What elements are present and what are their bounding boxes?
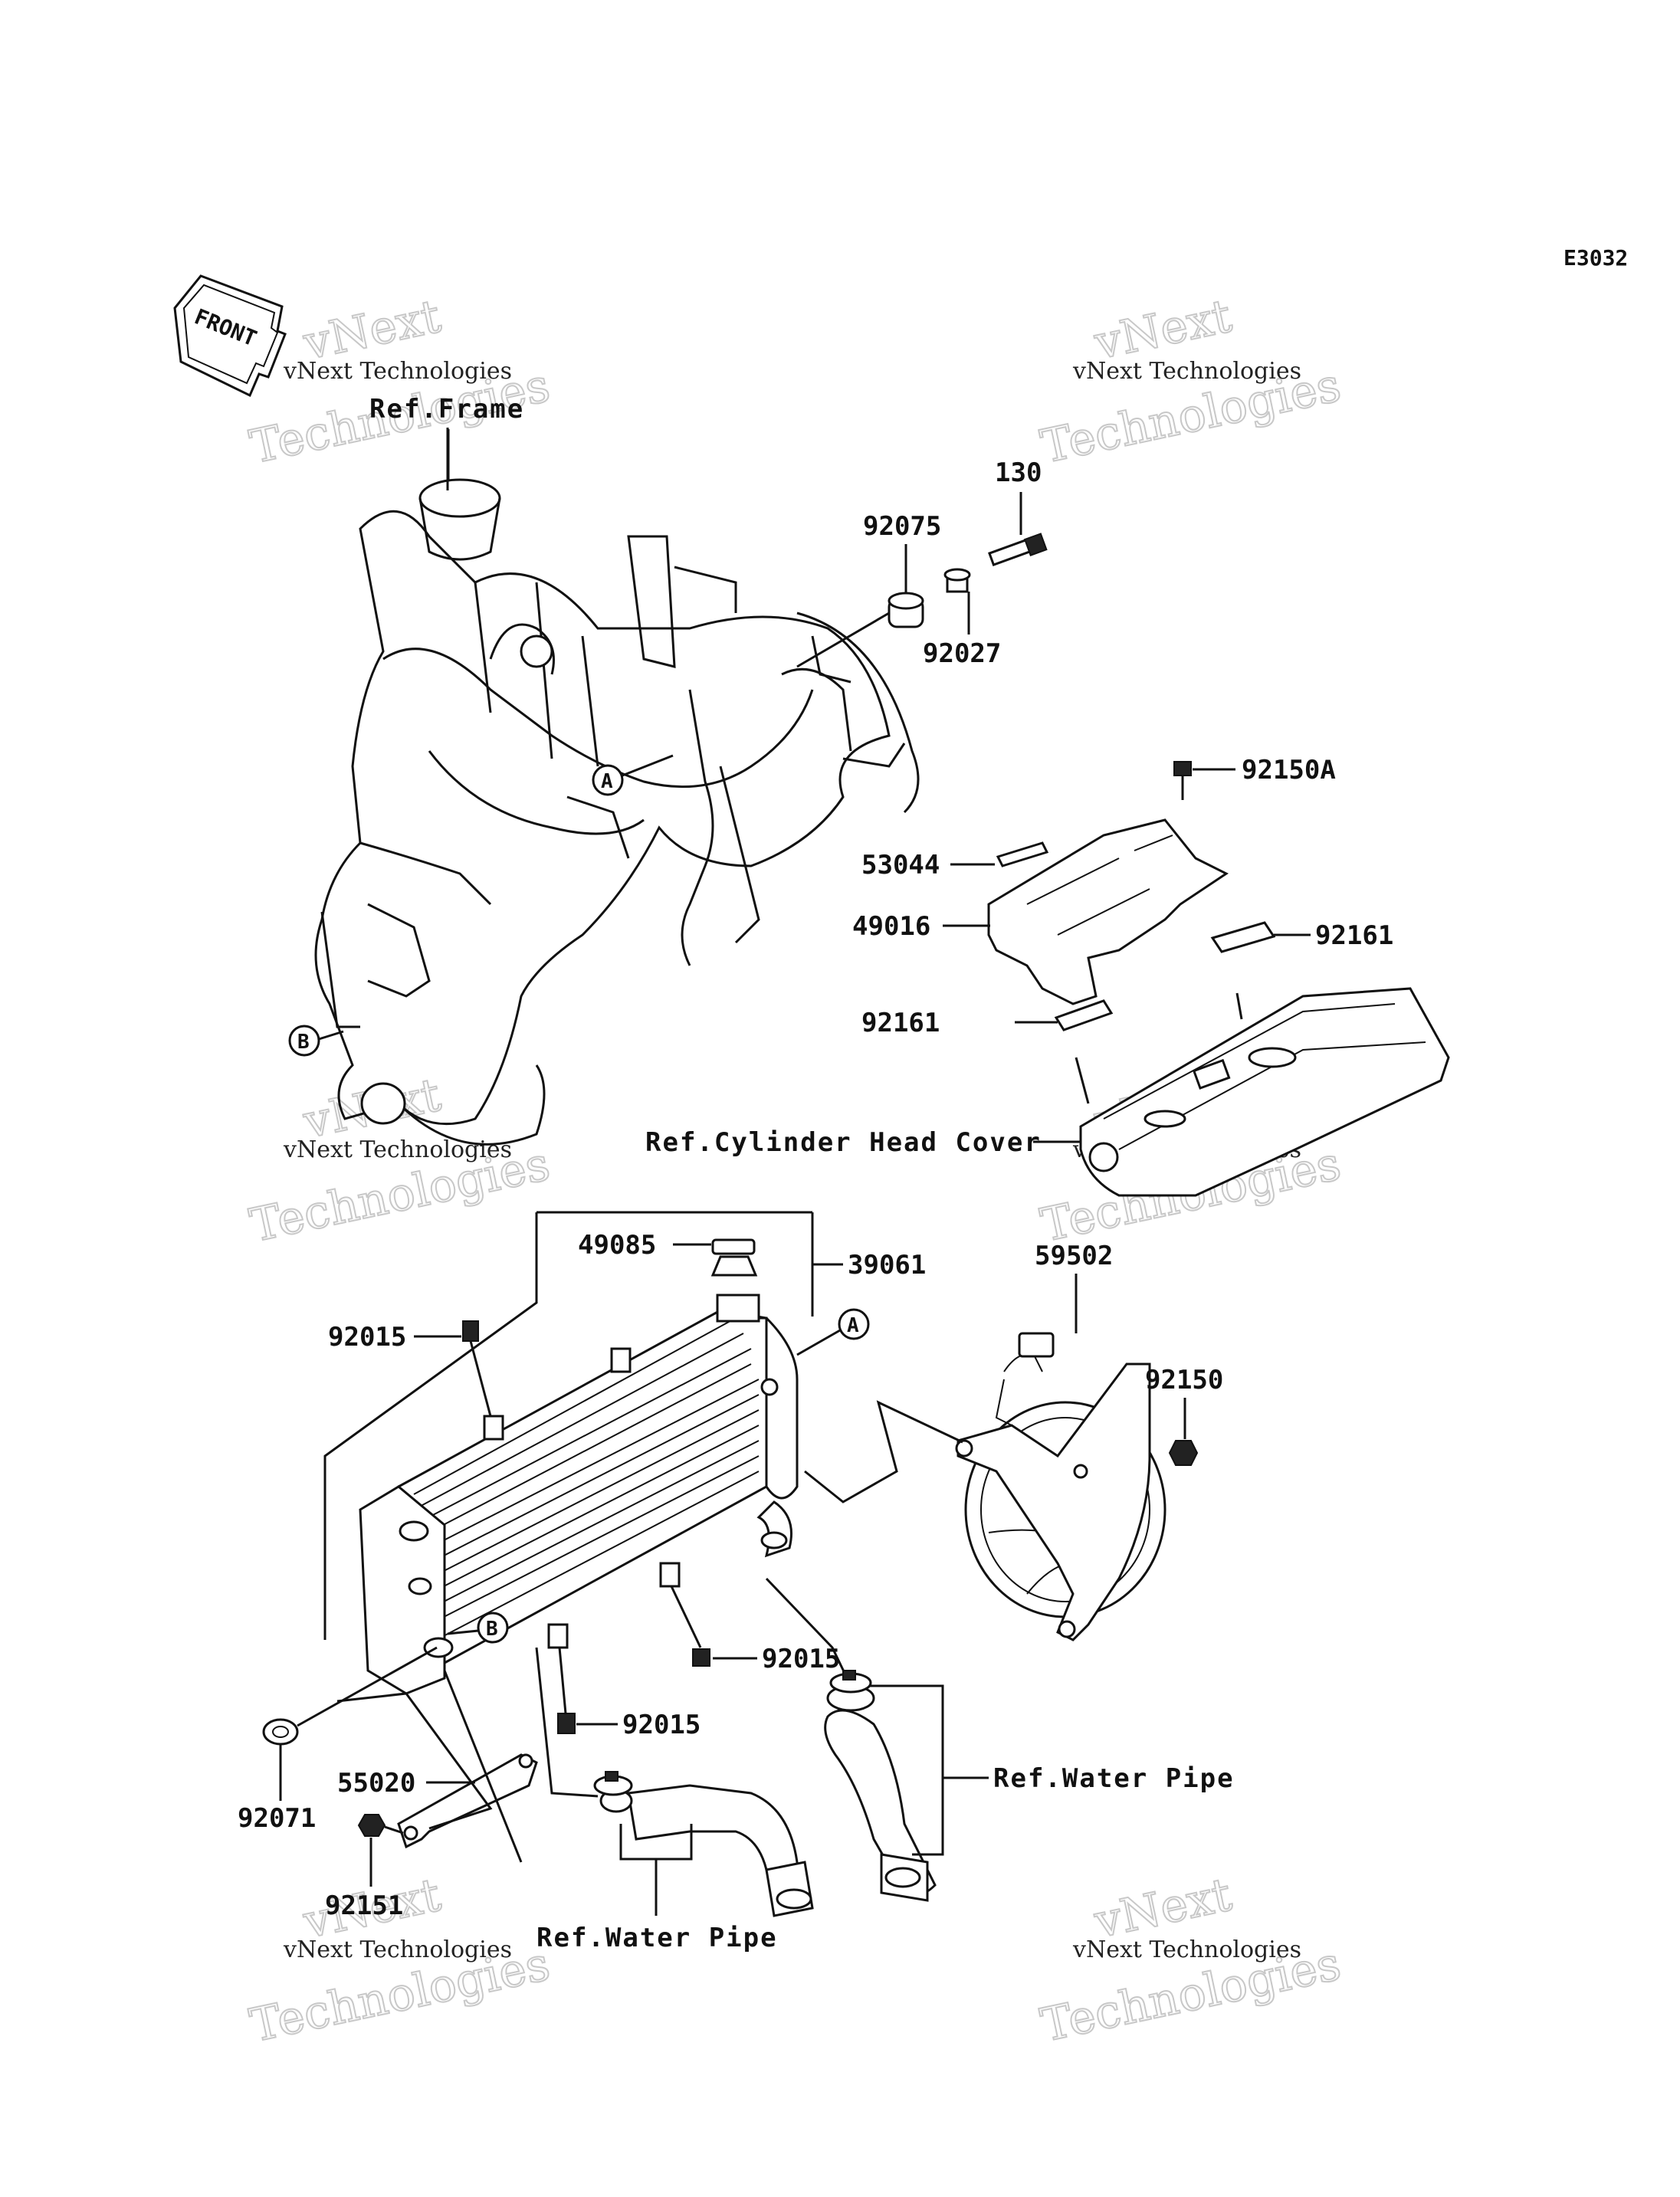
water-pipe-bottom-leaders — [535, 1647, 693, 1916]
part-label-55020: 55020 — [337, 1768, 415, 1799]
svg-text:vNext Technologies: vNext Technologies — [283, 1936, 512, 1963]
bolt-92151 — [357, 1814, 404, 1887]
part-label-92075: 92075 — [863, 511, 941, 542]
bolt-92150 — [1168, 1398, 1199, 1466]
part-label-59502: 59502 — [1035, 1241, 1113, 1271]
part-label-92161-right: 92161 — [1315, 920, 1393, 951]
part-label-92150A: 92150A — [1242, 755, 1336, 785]
pad-92161-left — [1015, 999, 1114, 1031]
watermark-top-right: vNext Technologies vNext Technologies — [1035, 288, 1346, 474]
callout-a-frame: A — [592, 754, 674, 796]
svg-text:vNext Technologies: vNext Technologies — [283, 1136, 512, 1163]
front-arrow-icon: FRONT — [173, 274, 287, 398]
part-label-92161-left: 92161 — [861, 1008, 940, 1038]
svg-text:vNext Technologies: vNext Technologies — [1072, 1936, 1301, 1963]
part-label-92071: 92071 — [238, 1803, 316, 1834]
damper-53044 — [950, 841, 1049, 867]
bolt-92150A — [1173, 761, 1235, 800]
grommet-92071 — [262, 1646, 438, 1801]
svg-text:vNext Technologies: vNext Technologies — [283, 358, 512, 385]
part-label-92015-low: 92015 — [622, 1710, 701, 1740]
callout-b-radiator: B — [447, 1612, 509, 1644]
clip-92015-mid — [670, 1585, 757, 1667]
svg-text:A: A — [847, 1314, 859, 1337]
part-label-130: 130 — [995, 457, 1042, 488]
fan-assembly-illustration — [955, 1332, 1166, 1641]
diagram-code: E3032 — [1564, 245, 1628, 271]
grommet-92075 — [796, 544, 924, 668]
part-label-92015-mid: 92015 — [762, 1644, 840, 1674]
part-label-92027: 92027 — [923, 638, 1001, 669]
heat-guard-49016 — [943, 818, 1229, 1005]
callout-a-radiator: A — [796, 1308, 870, 1356]
clip-92015-top — [414, 1320, 492, 1417]
part-label-49016: 49016 — [852, 911, 930, 942]
svg-text:A: A — [601, 770, 613, 793]
callout-b-frame: B — [288, 1025, 344, 1057]
ref-water-pipe-right-label: Ref.Water Pipe — [993, 1763, 1235, 1794]
pad-92161-right — [1210, 921, 1311, 953]
frame-illustration — [314, 429, 920, 1146]
hose-clamp-right — [829, 1670, 872, 1694]
radiator-cap-49085 — [673, 1238, 758, 1277]
bracket-55020 — [397, 1753, 538, 1849]
svg-text:B: B — [297, 1031, 310, 1054]
part-label-49085: 49085 — [578, 1230, 656, 1261]
radiator-illustration — [359, 1294, 799, 1695]
hose-clamp-bottom — [593, 1771, 633, 1796]
svg-text:B: B — [486, 1618, 498, 1641]
cylinder-head-cover-illustration — [1075, 987, 1450, 1197]
ref-cylinder-head-cover-label: Ref.Cylinder Head Cover — [645, 1127, 1042, 1158]
bolt-130 — [988, 492, 1048, 567]
watermark-bottom-right: vNext Technologies vNext Technologies — [1035, 1867, 1346, 2053]
svg-text:vNext Technologies: vNext Technologies — [1072, 358, 1301, 385]
water-hose-right — [824, 1684, 937, 1902]
ref-frame-label: Ref.Frame — [369, 394, 524, 425]
watermark-top-left: vNext Technologies vNext Technologies — [244, 289, 555, 475]
part-label-92150: 92150 — [1145, 1365, 1223, 1395]
water-hose-bottom — [599, 1784, 814, 1917]
ref-water-pipe-bottom-label: Ref.Water Pipe — [536, 1923, 778, 1953]
part-label-92151: 92151 — [325, 1890, 403, 1921]
bracket-leaders — [336, 1670, 523, 1863]
part-label-53044: 53044 — [861, 850, 940, 880]
collar-92027 — [943, 568, 971, 635]
clip-92015-low — [557, 1647, 618, 1734]
part-label-39061: 39061 — [848, 1250, 926, 1280]
fan-mount-leader — [804, 1400, 963, 1503]
part-label-92015-top: 92015 — [328, 1322, 406, 1353]
